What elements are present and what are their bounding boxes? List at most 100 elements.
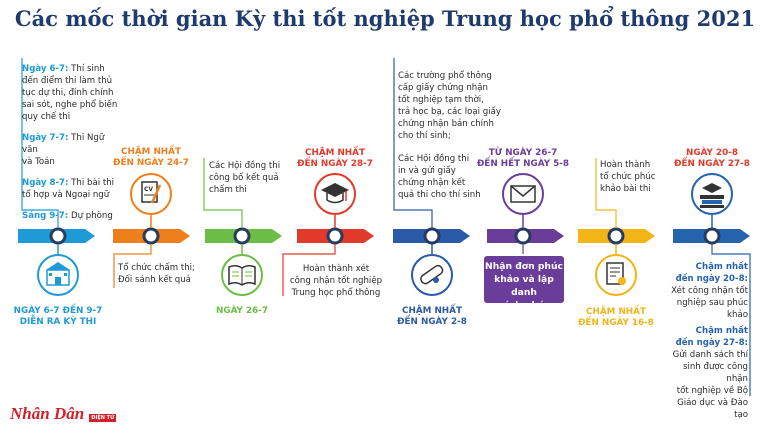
m1-d2-head: Ngày 7-7: (22, 133, 69, 143)
m1-caption-l1: DIỄN RA KỲ THI (19, 317, 97, 327)
m1-d4-head: Sáng 9-7: (22, 211, 69, 221)
m8-d1-l1: nghiệp sau phúc khảo (676, 298, 748, 320)
m3-d1: công bố kết quả (209, 173, 279, 183)
school-building-icon (37, 254, 79, 296)
m5-caption-l1: ĐẾN NGÀY 2-8 (397, 317, 467, 327)
m4-caption-l1: ĐẾN NGÀY 28-7 (297, 159, 373, 169)
m5-details-a: Các trường phổ thông cấp giấy chứng nhận… (398, 70, 502, 142)
m4-caption: CHẬM NHẤT ĐẾN NGÀY 28-7 (290, 148, 380, 170)
m5-da1: cấp giấy chứng nhận (398, 83, 488, 93)
m5-db3: quả thi cho thí sinh (398, 190, 481, 200)
m7-caption-l0: CHẬM NHẤT (586, 307, 646, 317)
m8-d2-l3: Giáo dục và Đào tạo (677, 398, 748, 420)
node-7 (607, 227, 625, 245)
m5-caption-l0: CHẬM NHẤT (402, 306, 462, 316)
m8-caption-l0: NGÀY 20-8 (686, 148, 738, 158)
m1-d3-l0: Thi bài thi (71, 178, 115, 188)
m5-da0: Các trường phổ thông (398, 71, 492, 81)
m8-d2-l2: tốt nghiệp về Bộ (676, 386, 748, 396)
m6-caption: TỪ NGÀY 26-7 ĐẾN HẾT NGÀY 5-8 (470, 148, 576, 170)
m7-d2: khảo bài thi (600, 184, 651, 194)
m1-caption: NGÀY 6-7 ĐẾN 9-7 DIỄN RA KỲ THI (12, 306, 104, 328)
m5-da2: tốt nghiệp tạm thời, (398, 95, 484, 105)
m7-d1: tổ chức phúc (600, 172, 656, 182)
timeline-bar (18, 229, 750, 243)
m8-d2-l1: sinh được công nhận (683, 362, 748, 384)
m6-caption-l0: TỪ NGÀY 26-7 (488, 148, 558, 158)
m1-d1-l2: tục dự thi, đính chính (22, 88, 114, 98)
checklist-icon (595, 254, 637, 296)
m8-details: Chậm nhất đến ngày 20-8: Xét công nhận t… (662, 261, 748, 421)
books-graduation-icon (691, 173, 733, 215)
m8-d2-head: Chậm nhất (695, 326, 748, 336)
m4-d2: Trung học phổ thông (291, 288, 381, 298)
diploma-scroll-icon (411, 254, 453, 296)
svg-text:CV: CV (144, 186, 153, 193)
open-book-icon (221, 254, 263, 296)
m4-details: Hoàn thành xét công nhận tốt nghiệp Trun… (287, 263, 385, 299)
m1-d3-head: Ngày 8-7: (22, 178, 69, 188)
m4-caption-l0: CHẬM NHẤT (305, 148, 365, 158)
node-8 (703, 227, 721, 245)
m5-da3: trả học bạ, các loại giấy (398, 107, 501, 117)
logo-main-text: Nhân Dân (10, 404, 85, 423)
graduation-cap-icon (314, 173, 356, 215)
m1-d1-l4: quy chế thi (22, 112, 71, 122)
node-3 (233, 227, 251, 245)
m2-caption-l0: CHẬM NHẤT (121, 147, 181, 157)
node-4 (326, 227, 344, 245)
m8-caption: NGÀY 20-8 ĐẾN NGÀY 27-8 (664, 148, 760, 170)
m1-details: Ngày 6-7: Thí sinh đến điểm thi làm thủ … (22, 63, 118, 222)
m6-d0: Nhận đơn phúc (485, 261, 563, 272)
m5-db0: Các Hội đồng thi (398, 154, 470, 164)
m1-d1-l0: Thí sinh (71, 64, 105, 74)
m1-d1-l3: sai sót, nghe phổ biến (22, 100, 118, 110)
m5-caption: CHẬM NHẤT ĐẾN NGÀY 2-8 (388, 306, 476, 328)
m1-caption-l0: NGÀY 6-7 ĐẾN 9-7 (13, 306, 103, 316)
m1-d1-head: Ngày 6-7: (22, 64, 69, 74)
node-6 (514, 227, 532, 245)
m3-d0: Các Hội đồng thi (209, 161, 281, 171)
m2-details: Tổ chức chấm thi; Đối sánh kết quả (118, 262, 208, 286)
m4-d0: Hoàn thành xét (302, 264, 370, 274)
m7-caption-l1: ĐẾN NGÀY 16-8 (578, 318, 654, 328)
m2-d0: Tổ chức chấm thi; (118, 263, 195, 273)
timeline-nodes (49, 227, 721, 245)
m7-d0: Hoàn thành (600, 160, 651, 170)
m7-details: Hoàn thành tổ chức phúc khảo bài thi (600, 159, 672, 195)
m5-db1: in và gửi giấy (398, 166, 456, 176)
m2-d1: Đối sánh kết quả (118, 275, 191, 285)
m2-caption-l1: ĐẾN NGÀY 24-7 (113, 158, 189, 168)
m4-d1: công nhận tốt nghiệp (289, 276, 383, 286)
m5-da4: chứng nhận bản chính (398, 119, 494, 129)
logo-sub-text: ĐIỆN TỬ (89, 414, 117, 422)
m1-d1-l1: đến điểm thi làm thủ (22, 76, 113, 86)
envelope-icon (502, 173, 544, 215)
nhandan-logo: Nhân Dân ĐIỆN TỬ (10, 404, 117, 424)
m7-caption: CHẬM NHẤT ĐẾN NGÀY 16-8 (576, 307, 656, 329)
m3-caption: NGÀY 26-7 (200, 306, 284, 317)
m8-d2-l0: Gửi danh sách thí (672, 350, 748, 360)
m3-caption-l0: NGÀY 26-7 (216, 306, 268, 316)
m8-d2-head2: đến ngày 27-8: (675, 338, 748, 348)
m8-d1-head: Chậm nhất (695, 262, 748, 272)
m3-details: Các Hội đồng thi công bố kết quả chấm th… (209, 160, 295, 196)
node-5 (423, 227, 441, 245)
m6-d2: sách phúc khảo (498, 300, 550, 324)
m1-d3-l1: tổ hợp và Ngoại ngữ (22, 190, 110, 200)
m8-d1-l0: Xét công nhận tốt (671, 286, 748, 296)
m8-caption-l1: ĐẾN NGÀY 27-8 (674, 159, 750, 169)
m3-d2: chấm thi (209, 185, 247, 195)
m1-d2-l0: Thi Ngữ văn (22, 133, 105, 155)
page-title: Các mốc thời gian Kỳ thi tốt nghiệp Trun… (14, 6, 756, 31)
m5-db2: chứng nhận kết (398, 178, 466, 188)
m1-d2-l1: và Toán (22, 157, 55, 167)
node-2 (142, 227, 160, 245)
m6-d1: khảo và lập danh (494, 274, 554, 298)
m8-d1-head2: đến ngày 20-8: (675, 274, 748, 284)
m5-details-b: Các Hội đồng thi in và gửi giấy chứng nh… (398, 153, 498, 201)
m5-da5: cho thí sinh; (398, 131, 451, 141)
m6-caption-l1: ĐẾN HẾT NGÀY 5-8 (476, 159, 570, 169)
m2-caption: CHẬM NHẤT ĐẾN NGÀY 24-7 (105, 147, 197, 169)
